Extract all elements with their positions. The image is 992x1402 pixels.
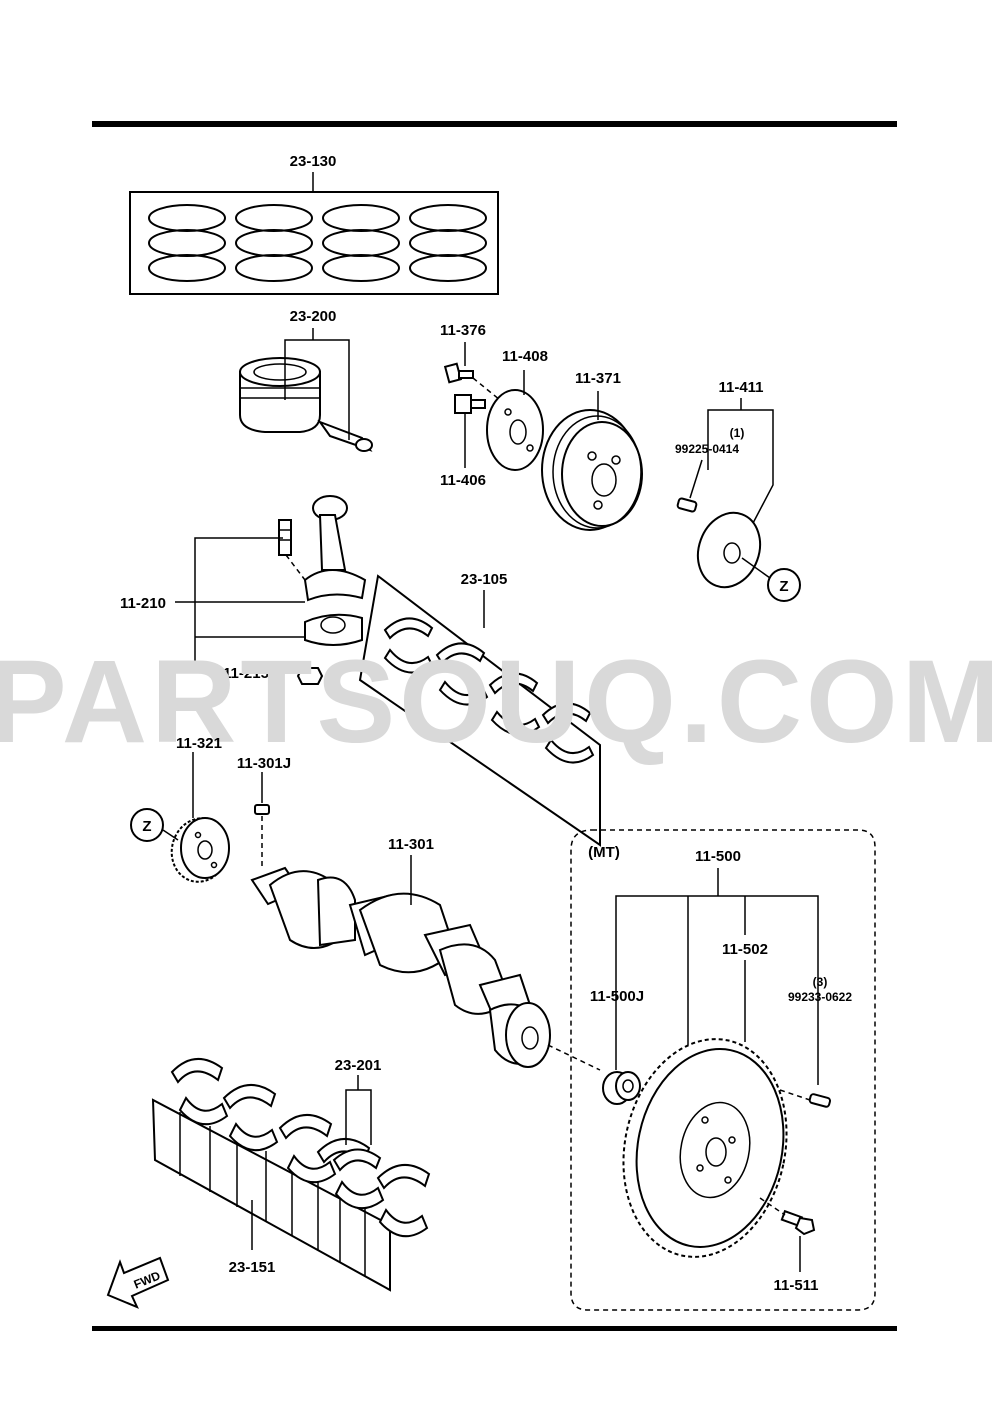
callout-99233-qty: (3): [813, 975, 828, 989]
callout-99233-0622[interactable]: 99233-0622: [788, 990, 852, 1004]
callout-11-500[interactable]: 11-500: [695, 848, 741, 865]
callout-11-376[interactable]: 11-376: [440, 322, 486, 339]
marker-z-lower: Z: [130, 808, 164, 842]
callout-11-411-qty: (1): [730, 426, 745, 440]
flywheel[interactable]: [604, 1024, 806, 1272]
mt-label: (MT): [588, 844, 620, 861]
callout-23-201[interactable]: 23-201: [335, 1057, 382, 1074]
callout-11-301[interactable]: 11-301: [388, 836, 434, 853]
bolt-11-406[interactable]: [454, 394, 486, 414]
pulley-plate[interactable]: [486, 389, 544, 471]
pin-99225-0414[interactable]: [676, 497, 698, 513]
piston[interactable]: [239, 357, 321, 433]
piston-ring-set[interactable]: [129, 191, 499, 295]
callout-11-215[interactable]: 11-215: [223, 665, 269, 682]
conrod-bearing-set[interactable]: [358, 574, 601, 847]
piston-pin[interactable]: [317, 419, 373, 452]
bottom-rule: [92, 1326, 897, 1331]
callout-11-500j[interactable]: 11-500J: [590, 988, 644, 1005]
crank-plate-11-411[interactable]: [688, 504, 770, 596]
pilot-bearing[interactable]: [602, 1071, 641, 1105]
callout-23-130[interactable]: 23-130: [290, 153, 337, 170]
callout-23-200[interactable]: 23-200: [290, 308, 337, 325]
bearing-shells: [383, 617, 595, 764]
callout-11-210[interactable]: 11-210: [120, 595, 166, 612]
mt-group: (MT): [570, 829, 876, 1311]
callout-11-371[interactable]: 11-371: [575, 370, 621, 387]
dowel-pin[interactable]: [808, 1093, 832, 1108]
callout-11-511[interactable]: 11-511: [773, 1277, 818, 1294]
callout-11-321[interactable]: 11-321: [176, 735, 222, 752]
marker-z-upper: Z: [767, 568, 801, 602]
callout-11-502[interactable]: 11-502: [722, 941, 768, 958]
callout-23-151[interactable]: 23-151: [229, 1259, 276, 1276]
callout-11-301j[interactable]: 11-301J: [237, 755, 291, 772]
svg-text:Z: Z: [142, 818, 151, 835]
crank-pulley[interactable]: [541, 409, 643, 531]
callout-11-406[interactable]: 11-406: [440, 472, 486, 489]
fwd-arrow-icon: FWD: [106, 1256, 170, 1309]
crank-key[interactable]: [254, 804, 270, 815]
fwd-label: FWD: [132, 1268, 163, 1291]
ring-group-3: [322, 204, 400, 282]
callout-11-411[interactable]: 11-411: [718, 379, 763, 396]
main-bearing-shells: [170, 1058, 431, 1238]
callout-11-408[interactable]: 11-408: [502, 348, 548, 365]
crank-sprocket[interactable]: [165, 812, 236, 888]
ring-group-1: [148, 204, 226, 282]
bolt-11-376[interactable]: [443, 362, 474, 384]
rod-nut[interactable]: [296, 667, 324, 685]
top-rule: [92, 121, 897, 127]
callout-99225-0414[interactable]: 99225-0414: [675, 442, 739, 456]
svg-text:Z: Z: [779, 578, 788, 595]
callout-23-105[interactable]: 23-105: [461, 571, 508, 588]
crankshaft[interactable]: [250, 866, 551, 1068]
connecting-rod[interactable]: [303, 495, 367, 646]
main-bearing-set[interactable]: [151, 1058, 431, 1292]
ring-group-2: [235, 204, 313, 282]
flywheel-bolt[interactable]: [780, 1209, 816, 1236]
ring-group-4: [409, 204, 487, 282]
watermark: PARTSOUQ.COM: [0, 636, 992, 768]
